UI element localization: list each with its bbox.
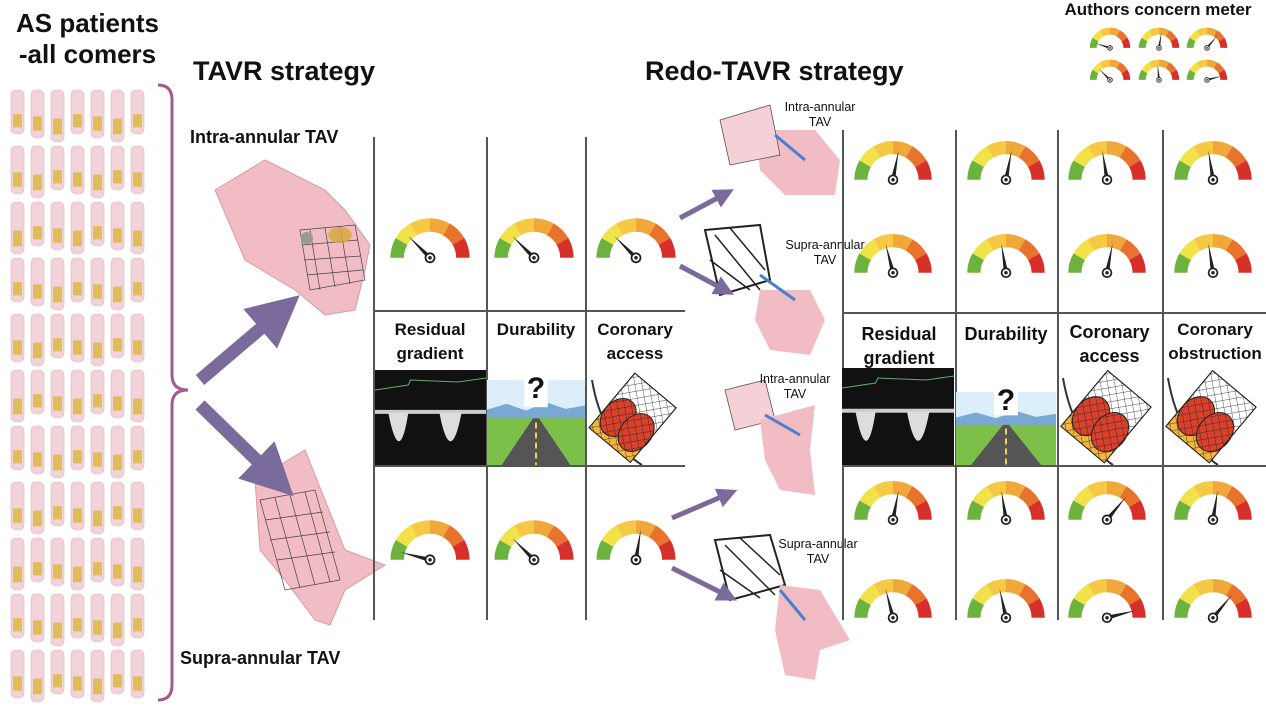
coronary-access-image	[588, 372, 677, 465]
question-mark: ?	[996, 384, 1016, 417]
redo-intra-supra-concern-gauge	[1174, 233, 1252, 278]
patient-anatomy-grid	[8, 88, 158, 703]
intra-annular-valve-image	[214, 159, 371, 316]
redo-intra-intra-concern-gauge	[1174, 140, 1252, 185]
grid-line	[1162, 130, 1164, 620]
redo-intra-supra-valve-image	[703, 223, 825, 355]
doppler-image	[842, 368, 954, 465]
legend-concern-gauge	[1089, 59, 1131, 83]
road-durability-image	[956, 392, 1056, 465]
grid-line	[486, 137, 488, 620]
redo-supra-intra-concern-gauge	[1068, 480, 1146, 525]
redo-intra-supra-concern-gauge	[967, 233, 1045, 278]
legend-concern-gauge	[1089, 27, 1131, 51]
grid-line	[585, 137, 587, 620]
tavr-strategy-title: TAVR strategy	[193, 56, 376, 86]
grid-line	[842, 465, 1266, 467]
redo-supra-intra-valve-image	[724, 380, 815, 495]
grid-line	[1057, 130, 1059, 620]
tavr-intra-concern-gauge	[390, 218, 470, 264]
redo-supra-supra-concern-gauge	[1174, 578, 1252, 623]
redo-tavr-strategy-title: Redo-TAVR strategy	[645, 56, 904, 86]
redo-intra-intra-concern-gauge	[854, 140, 932, 185]
tavr-supra-concern-gauge	[390, 520, 470, 566]
redo-supra-supra-concern-gauge	[1068, 578, 1146, 623]
redo-intra-intra-concern-gauge	[1068, 140, 1146, 185]
road-durability-image	[487, 380, 585, 465]
coronary-access-image	[1060, 369, 1152, 465]
legend-concern-gauge	[1138, 59, 1180, 83]
legend-concern-gauge	[1186, 27, 1228, 51]
redo-intra-supra-concern-gauge	[1068, 233, 1146, 278]
criterion-durability: Durability	[964, 324, 1048, 344]
redo-supra-supra-valve-image	[713, 533, 850, 680]
redo-intra-intra-valve-image	[719, 104, 840, 195]
grid-line	[373, 137, 375, 620]
question-mark: ?	[526, 372, 546, 405]
tavr-supra-concern-gauge	[596, 520, 676, 566]
redo-supra-supra-concern-gauge	[967, 578, 1045, 623]
criterion-durability: Durability	[496, 320, 576, 339]
grid-line	[955, 130, 957, 620]
intra-annular-tav-label: Intra-annular TAV	[190, 127, 339, 147]
grid-line	[373, 310, 685, 312]
redo-supra-intra-concern-gauge	[1174, 480, 1252, 525]
redo-intra-intra-concern-gauge	[967, 140, 1045, 185]
tavr-intra-concern-gauge	[596, 218, 676, 264]
legend-concern-gauge	[1186, 59, 1228, 83]
patients-title: AS patients -all comers	[15, 8, 160, 69]
legend-title: Authors concern meter	[1064, 0, 1252, 19]
grid-line	[842, 312, 1266, 314]
coronary-obstruction-image	[1165, 369, 1257, 465]
grid-line	[373, 465, 685, 467]
redo-supra-intra-concern-gauge	[854, 480, 932, 525]
redo-supra-supra-concern-gauge	[854, 578, 932, 623]
tavr-intra-concern-gauge	[494, 218, 574, 264]
supra-annular-tav-label: Supra-annular TAV	[180, 648, 341, 668]
bracket	[157, 83, 189, 702]
redo-supra-intra-concern-gauge	[967, 480, 1045, 525]
tavr-supra-concern-gauge	[494, 520, 574, 566]
doppler-image	[375, 370, 486, 465]
legend-concern-gauge	[1138, 27, 1180, 51]
redo-intra-supra-concern-gauge	[854, 233, 932, 278]
